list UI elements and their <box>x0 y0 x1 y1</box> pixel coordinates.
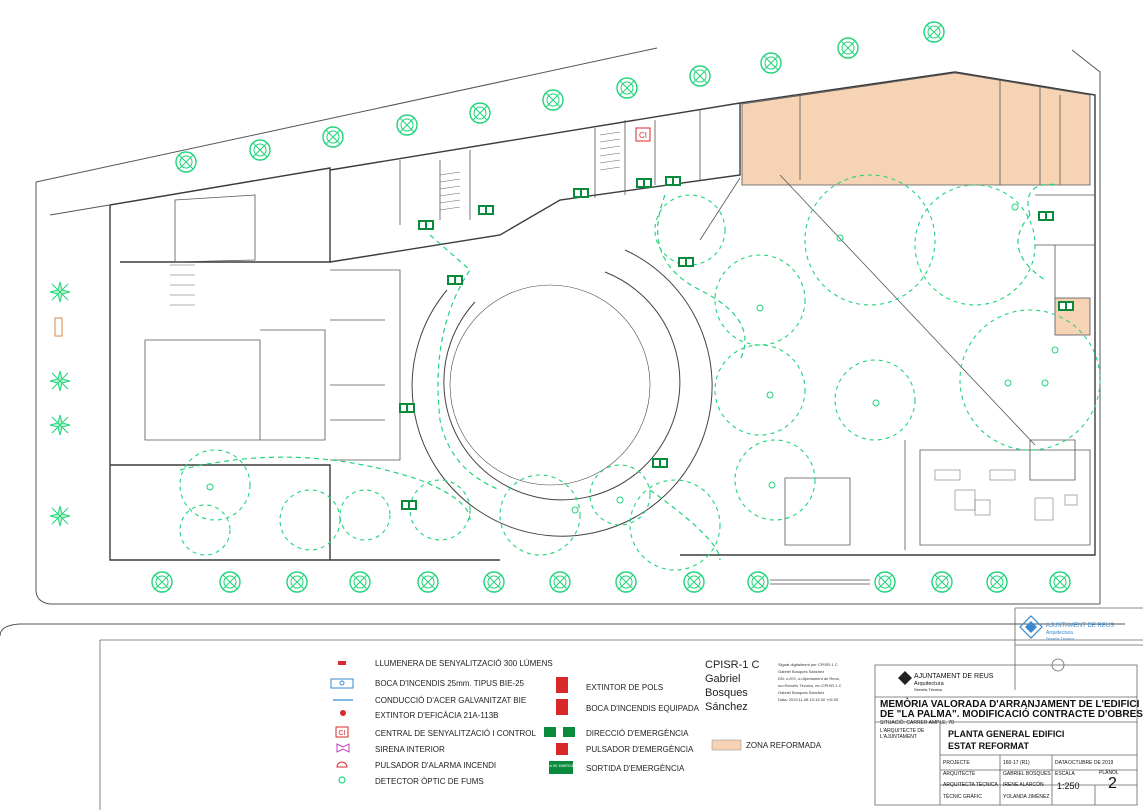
legend-control-panel: CENTRAL DE SENYALITZACIÓ I CONTROL <box>375 729 536 738</box>
legend-siren: SIRENA INTERIOR <box>375 745 445 754</box>
sheet-number: 2 <box>1108 775 1117 792</box>
stairs <box>170 131 621 306</box>
legend-emergency-light: LLUMENERA DE SENYALITZACIÓ 300 LÚMENS <box>375 659 553 668</box>
emergency-exit-signs <box>399 176 1074 510</box>
project-title-line1: MEMÒRIA VALORADA D'ARRANJAMENT DE L'EDIF… <box>880 699 1140 710</box>
client-label: L'ARQUITECTE DE L'AJUNTAMENT <box>880 728 925 740</box>
svg-text:CI: CI <box>339 730 346 737</box>
palm-planter <box>54 317 63 337</box>
control-panel-marker <box>635 127 651 142</box>
row-role-draftsman: TÈCNIC GRÀFIC <box>943 794 982 800</box>
legend-smoke-detector: DETECTOR ÒPTIC DE FUMS <box>375 777 484 786</box>
evacuation-route <box>179 183 1061 561</box>
row-name-architect: GABRIEL BOSQUES <box>1003 771 1051 777</box>
row-name-project: 160-17 (R1) <box>1003 760 1030 766</box>
project-title-line2: DE "LA PALMA". MODIFICACIÓ CONTRACTE D'O… <box>880 709 1143 720</box>
reus-logo-title <box>898 671 912 685</box>
rotunda <box>411 249 713 537</box>
signature-name: CPISR-1 C Gabriel Bosques Sánchez <box>705 659 760 713</box>
legend-fire-hose: BOCA D'INCENDIS 25mm. TIPUS BIE-25 <box>375 679 524 688</box>
legend-emergency-button: PULSADOR D'EMERGÈNCIA <box>586 745 694 754</box>
legend-symbols: CI SALIDA DE EMERGENCIA <box>330 661 742 784</box>
smoke-detector-coverage <box>179 174 1101 571</box>
title-logo-name: AJUNTAMENT DE REUS <box>914 673 994 680</box>
legend-emergency-direction: DIRECCIÓ D'EMERGÈNCIA <box>586 729 689 738</box>
title-logo-sub1: Arquitectura <box>914 681 944 687</box>
legend-powder-extinguisher: EXTINTOR DE POLS <box>586 683 664 692</box>
row-name-draftsman: YOLANDA JIMÉNEZ <box>1003 794 1050 800</box>
corner-logo-sub1: Arquitectura <box>1046 630 1073 636</box>
smoke-detectors <box>206 203 1059 514</box>
plan-title-line2: ESTAT REFORMAT <box>948 741 1029 751</box>
corner-logo-name: AJUNTAMENT DE REUS <box>1046 623 1115 629</box>
legend-extinguisher: EXTINTOR D'EFICÀCIA 21A-113B <box>375 711 499 720</box>
street-outline <box>0 47 1125 637</box>
plan-title-line1: PLANTA GENERAL EDIFICI <box>948 729 1065 739</box>
reformed-zone-top <box>741 72 1091 186</box>
row-role-project: PROJECTE <box>943 760 970 766</box>
legend-alarm-button: PULSADOR D'ALARMA INCENDI <box>375 761 497 770</box>
scale-label: ESCALA <box>1055 771 1075 777</box>
signature-stamp: Signat digitalment per CPISR-1 C Gabriel… <box>778 662 842 702</box>
corner-logo-sub2: Serveis Tècnics <box>1046 636 1075 641</box>
legend-reformed-zone: ZONA REFORMADA <box>746 741 822 750</box>
row-name-tech-architect: IRENE ALARCÓN <box>1003 782 1044 788</box>
legend-equipped-hose: BOCA D'INCENDIS EQUIPADA <box>586 704 699 713</box>
date-value: OCTUBRE DE 2019 <box>1068 760 1114 766</box>
legend-steel-pipe: CONDUCCIÓ D'ACER GALVANITZAT BIE <box>375 696 527 705</box>
title-logo-sub2: Serveis Tècnics <box>914 687 943 692</box>
project-situation: SITUACIÓ: CARRER AMPLE, 70 <box>880 720 954 726</box>
row-role-architect: ARQUITECTE <box>943 771 976 777</box>
furniture <box>934 469 1078 521</box>
reus-logo-corner <box>1019 615 1043 639</box>
sheet-label: PLÀNOL <box>1099 770 1119 776</box>
bench <box>770 579 870 585</box>
scale-value: 1:250 <box>1057 781 1080 791</box>
control-panel-code: CI <box>639 131 647 140</box>
sheet-frames <box>99 607 1143 810</box>
interior-walls <box>144 80 1095 550</box>
svg-text:SALIDA DE EMERGENCIA: SALIDA DE EMERGENCIA <box>539 764 583 768</box>
date-label: DATA <box>1055 760 1068 766</box>
legend-emergency-exit: SORTIDA D'EMERGÈNCIA <box>586 764 685 773</box>
row-role-tech-architect: ARQUITECTA TÈCNICA <box>943 782 998 788</box>
